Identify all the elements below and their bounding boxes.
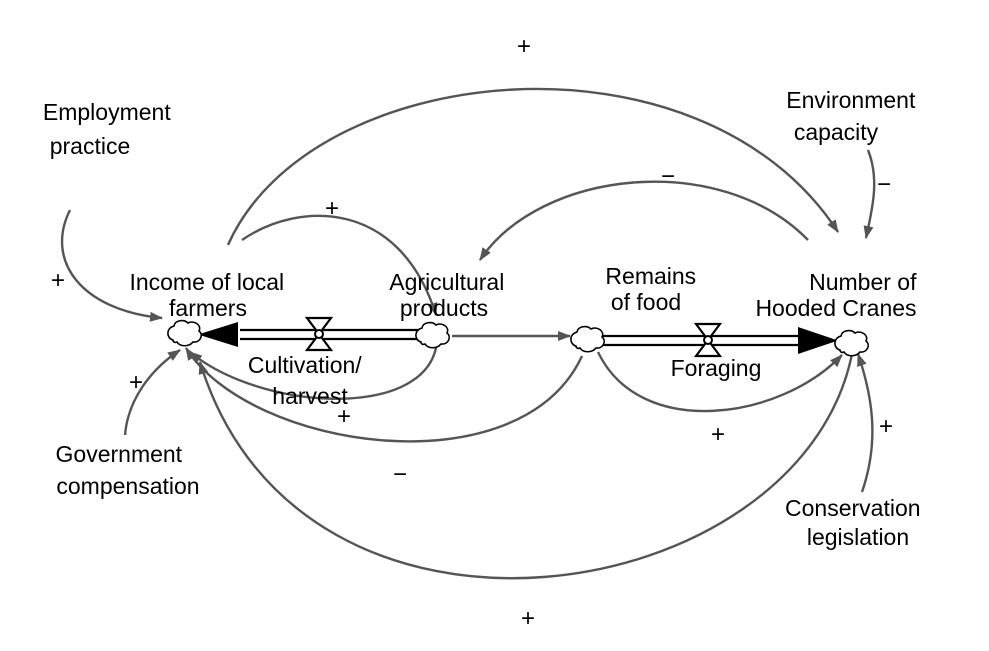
label-income-local-farmers: Income of local farmers: [129, 269, 290, 321]
sign-cranes-to-agri: −: [661, 163, 675, 190]
sign-top-arc: +: [517, 33, 531, 60]
label-agricultural-products: Agricultural products: [389, 269, 510, 321]
label-number-hooded-cranes: Number of Hooded Cranes: [755, 269, 922, 321]
sign-remains-to-cranes: +: [711, 421, 725, 448]
cloud-income-icon: [167, 319, 202, 347]
link-cranes-to-income: [198, 353, 854, 580]
label-conservation-legislation: Conservation legislation: [785, 495, 927, 550]
sign-employment-to-income: +: [51, 267, 65, 294]
link-cranes-to-agricultural: [479, 180, 809, 261]
link-employment-to-income: [60, 209, 163, 322]
link-income-to-cranes: [226, 87, 840, 246]
cloud-agricultural-icon: [415, 321, 450, 349]
sign-government-to-income: +: [129, 369, 143, 396]
label-environment-capacity: Environment capacity: [786, 87, 922, 145]
sign-bottom-arc: +: [521, 605, 535, 632]
sign-income-to-agri: +: [325, 195, 339, 222]
label-foraging: Foraging: [671, 355, 762, 381]
label-cultivation-harvest: Cultivation/ harvest: [248, 352, 368, 409]
sign-legislation-to-cranes: +: [879, 413, 893, 440]
flow-foraging: [603, 327, 838, 354]
sign-agri-to-income: +: [337, 403, 351, 430]
label-employment-practice: Employment practice: [43, 99, 177, 159]
link-agricultural-to-income: [189, 347, 438, 400]
label-remains-of-food: Remains of food: [605, 263, 702, 315]
cloud-cranes-icon: [834, 329, 869, 357]
link-remains-to-income: [184, 347, 584, 443]
flow-cultivation-harvest: [198, 322, 422, 347]
valve-foraging-icon: [693, 322, 723, 358]
link-environment-to-cranes: [863, 149, 876, 239]
sign-remains-to-income: −: [393, 461, 407, 488]
sign-env-to-cranes: −: [877, 171, 891, 198]
link-government-to-income: [123, 349, 181, 436]
link-remains-to-cranes: [596, 351, 843, 413]
cloud-remains-icon: [570, 325, 605, 353]
valve-cultivation-harvest-icon: [304, 316, 334, 352]
link-legislation-to-cranes: [856, 353, 874, 493]
link-income-to-agricultural: [241, 214, 438, 316]
label-government-compensation: Government compensation: [56, 441, 200, 499]
